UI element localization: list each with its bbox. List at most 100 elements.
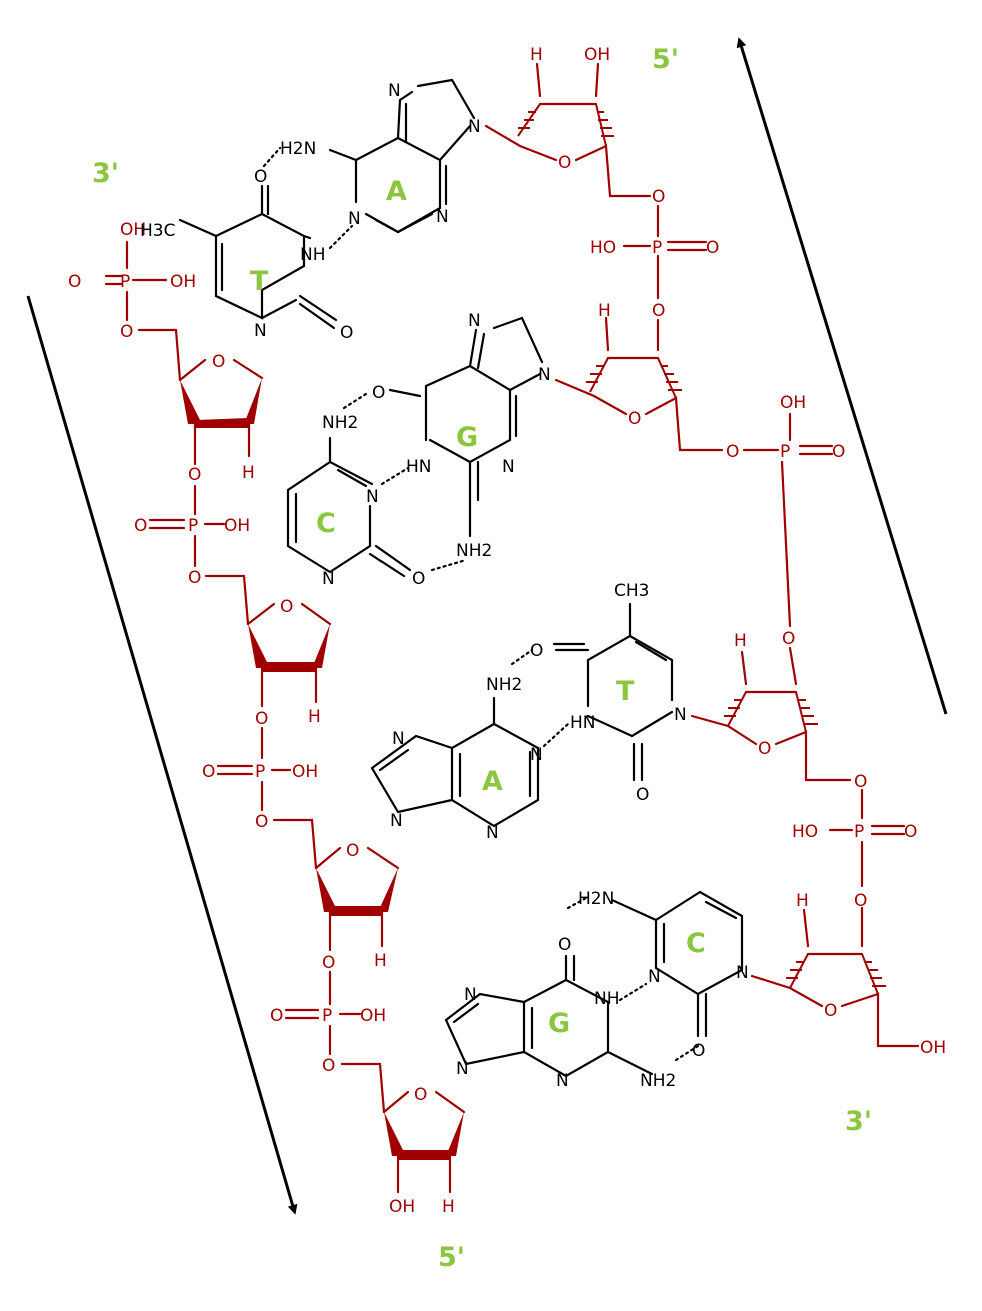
svg-text:G: G [548,1008,570,1039]
svg-text:O: O [652,187,665,207]
svg-text:HO: HO [792,822,818,842]
svg-text:O: O [758,739,771,759]
left-strand-atoms: OH O P OH O O H O O P OH O O H O O P OH … [68,220,455,1217]
svg-text:O: O [824,1001,837,1021]
svg-text:O: O [854,772,867,792]
svg-text:H: H [374,951,387,971]
svg-text:O: O [270,1006,283,1026]
svg-text:A: A [482,766,503,797]
left-strand-backbone [104,240,466,1194]
svg-text:N: N [674,705,687,725]
svg-text:O: O [188,568,201,588]
svg-text:A: A [386,176,407,207]
svg-text:NH: NH [594,989,620,1009]
svg-text:H: H [530,45,543,65]
svg-text:C: C [686,928,706,959]
svg-text:P: P [322,1006,332,1026]
svg-text:O: O [134,516,147,536]
svg-text:OH: OH [389,1197,415,1217]
svg-text:N: N [556,1071,569,1091]
svg-text:HN: HN [406,457,432,477]
svg-text:O: O [372,383,385,403]
svg-text:HO: HO [590,238,616,258]
svg-text:T: T [250,266,269,297]
svg-text:NH2: NH2 [322,413,358,433]
svg-text:H: H [242,463,255,483]
svg-text:O: O [68,272,81,292]
svg-text:O: O [255,709,268,729]
svg-text:N: N [392,729,405,749]
base-thymine-1: O H3C NH N O T [140,167,353,343]
svg-text:T: T [616,676,635,707]
svg-text:O: O [255,812,268,832]
svg-text:CH3: CH3 [614,581,649,601]
svg-text:OH: OH [584,45,610,65]
svg-text:O: O [628,409,641,429]
svg-text:NH2: NH2 [456,541,492,561]
svg-text:N: N [388,81,401,101]
svg-text:O: O [202,762,215,782]
svg-text:N: N [348,209,361,229]
strand-end-bottom-right: 3' [845,1106,872,1137]
svg-text:OH: OH [920,1038,946,1058]
svg-text:O: O [530,641,543,661]
right-strand-backbone [484,62,920,1048]
svg-text:O: O [726,442,739,462]
svg-text:N: N [538,365,551,385]
base-cytosine-1: NH2 N N O C [286,413,425,589]
svg-text:N: N [648,967,661,987]
svg-text:C: C [316,508,336,539]
strand-end-top-left: 3' [92,158,119,189]
svg-text:N: N [390,811,403,831]
svg-text:OH: OH [170,272,196,292]
strand-direction-arrow-right [736,37,948,715]
svg-text:O: O [414,1085,427,1105]
svg-text:O: O [412,569,425,589]
svg-text:OH: OH [360,1006,386,1026]
svg-text:N: N [468,117,481,137]
svg-text:NH2: NH2 [640,1071,676,1091]
svg-text:H: H [734,631,747,651]
svg-text:P: P [854,822,864,842]
svg-text:O: O [322,1056,335,1076]
svg-text:O: O [212,352,225,372]
svg-text:O: O [322,953,335,973]
svg-text:O: O [558,935,571,955]
svg-text:OH: OH [292,762,318,782]
svg-text:H3C: H3C [140,221,175,241]
svg-text:P: P [652,238,662,258]
svg-text:P: P [120,272,130,292]
svg-text:NH: NH [300,245,326,265]
svg-text:O: O [782,629,795,649]
svg-text:O: O [692,1041,705,1061]
svg-text:OH: OH [120,220,146,240]
base-adenine-1: N N H2N N N A [262,78,481,250]
svg-text:N: N [486,823,499,843]
svg-text:O: O [636,785,649,805]
svg-text:N: N [468,311,481,331]
strand-direction-arrow-left [26,295,298,1215]
svg-text:HN: HN [570,713,596,733]
svg-text:P: P [780,442,790,462]
svg-text:H2N: H2N [280,139,316,159]
svg-text:O: O [188,465,201,485]
svg-text:P: P [255,762,265,782]
base-guanine-2: O N NH N N NH2 G [444,935,676,1091]
svg-text:N: N [464,985,477,1005]
svg-text:O: O [904,822,917,842]
svg-text:N: N [436,207,449,227]
svg-text:H: H [308,707,321,727]
svg-text:N: N [366,487,379,507]
strand-end-bottom-left: 5' [438,1242,465,1273]
svg-text:OH: OH [224,516,250,536]
svg-text:O: O [120,322,133,342]
svg-text:O: O [340,323,353,343]
svg-text:N: N [322,569,335,589]
svg-text:H: H [442,1197,455,1217]
svg-text:OH: OH [780,393,806,413]
svg-text:N: N [456,1059,469,1079]
svg-text:H2N: H2N [578,889,614,909]
svg-text:O: O [706,238,719,258]
svg-text:O: O [254,167,267,187]
svg-text:G: G [456,422,478,453]
